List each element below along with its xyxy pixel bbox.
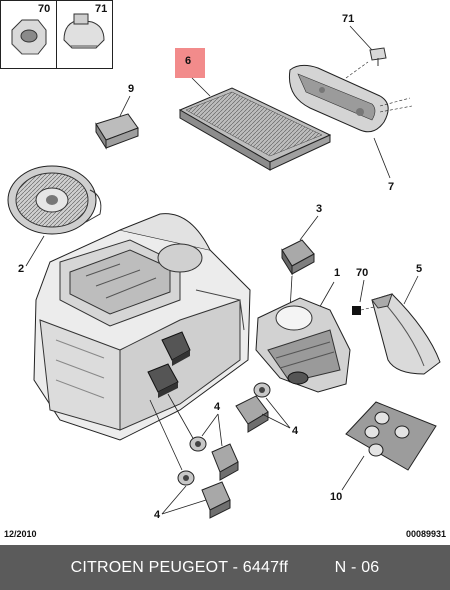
gear-wheel-4-low: [177, 470, 195, 486]
connector-part-9: [95, 113, 139, 150]
footer-title: CITROEN PEUGEOT - 6447ff: [70, 558, 289, 576]
nut-part-70: [11, 19, 47, 55]
actuator-part-4-mid: [211, 443, 239, 481]
clip-part-71: [369, 47, 387, 66]
blower-housing-part-1: [255, 297, 351, 393]
duct-cover-part-5: [371, 293, 441, 375]
clip-kit-part-10: [345, 401, 437, 471]
callout-71: 71: [342, 13, 354, 25]
callout-2: 2: [18, 263, 24, 275]
callout-1: 1: [334, 267, 340, 279]
footer-spacer: [288, 559, 334, 577]
gear-wheel-4-right: [253, 382, 271, 398]
footer-bar: CITROEN PEUGEOT - 6447ff N - 06: [0, 545, 450, 590]
actuator-part-4-right: [235, 395, 269, 433]
callout-4-right: 4: [292, 425, 299, 437]
document-number: 00089931: [405, 529, 446, 539]
filter-cover-part-7: [288, 64, 389, 133]
inset-box-71: [56, 0, 113, 69]
gear-wheel-4-mid: [189, 436, 207, 452]
actuator-upper: [161, 331, 191, 366]
nut-part-70-small: [352, 306, 361, 315]
inset-label-71: 71: [95, 3, 107, 15]
actuator-lower: [147, 363, 179, 398]
callout-5: 5: [416, 263, 422, 275]
blower-fan-part-2: [7, 165, 102, 235]
cabin-filter-part-6: [178, 87, 332, 171]
footer-page: N - 06: [334, 558, 380, 576]
callout-4-upper: 4: [214, 401, 221, 413]
inset-label-70: 70: [38, 3, 50, 15]
actuator-part-4-low: [201, 481, 231, 519]
callout-70: 70: [356, 267, 368, 279]
push-clip-part-71: [63, 13, 105, 49]
callout-7: 7: [388, 181, 394, 193]
revision-date: 12/2010: [4, 529, 37, 539]
switch-part-3: [281, 239, 315, 276]
callout-6: 6: [185, 55, 191, 67]
callout-4-lower: 4: [154, 509, 161, 521]
hvac-housing: [33, 213, 251, 441]
highlight-box-6: [175, 48, 205, 78]
callout-9: 9: [128, 83, 134, 95]
parts-diagram: 70 71 71 6 7 9: [0, 0, 441, 521]
callout-3: 3: [316, 203, 322, 215]
callout-10: 10: [330, 491, 342, 503]
